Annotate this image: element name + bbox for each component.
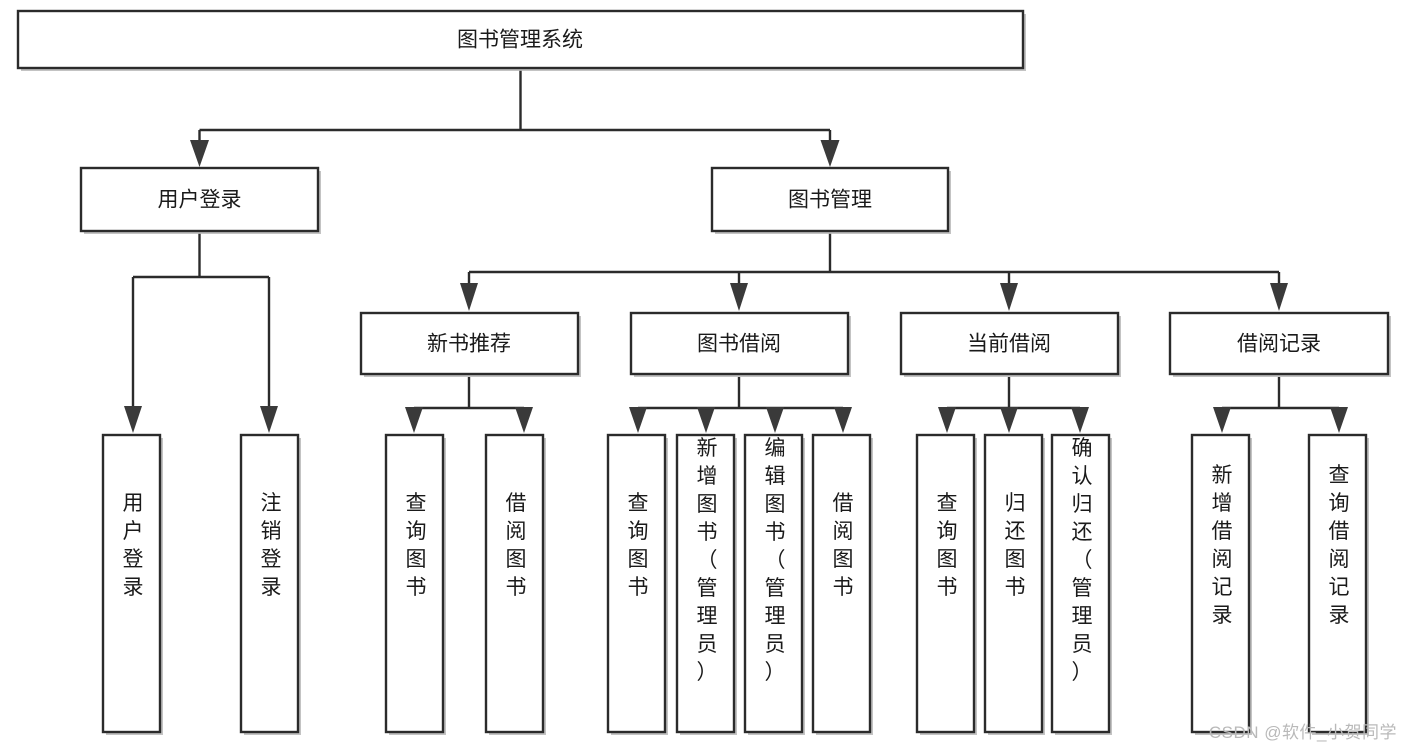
node-book-borrow-label: 图书借阅 — [697, 333, 781, 356]
connector-group-book-borrow — [629, 377, 852, 433]
arrow-head-icon — [730, 283, 748, 311]
node-user-login-label: 用户登录 — [158, 189, 242, 212]
node-root-system-label: 图书管理系统 — [457, 29, 583, 52]
node-new-book-recommend[interactable]: 新书推荐 — [359, 311, 581, 377]
leaf-node-book-borrow-add[interactable]: 新增图书（管理员） — [675, 433, 737, 735]
leaf-new-book-borrow-label: 借阅图书 — [506, 492, 527, 599]
leaf-current-borrow-confirm-label: 确认归还（管理员） — [1072, 437, 1093, 684]
leaf-current-borrow-return-label: 归还图书 — [1005, 492, 1026, 599]
leaf-node-current-borrow-query[interactable]: 查询图书 — [915, 433, 977, 735]
arrow-head-icon — [460, 283, 478, 311]
connector-group-new-book — [405, 377, 533, 433]
node-borrow-record-label: 借阅记录 — [1237, 333, 1321, 356]
arrow-head-icon — [1000, 407, 1018, 433]
leaf-node-book-borrow-borrow[interactable]: 借阅图书 — [811, 433, 873, 735]
leaf-current-borrow-query-label: 查询图书 — [937, 492, 958, 599]
leaf-node-borrow-record-query[interactable]: 查询借阅记录 — [1307, 433, 1369, 735]
leaf-new-book-query-label: 查询图书 — [406, 492, 427, 599]
arrow-head-icon — [260, 406, 278, 433]
node-borrow-record[interactable]: 借阅记录 — [1168, 311, 1391, 377]
arrow-head-icon — [629, 407, 647, 433]
node-book-manage-label: 图书管理 — [788, 189, 872, 212]
leaf-book-borrow-add-label: 新增图书（管理员） — [697, 437, 718, 684]
leaf-node-new-book-query[interactable]: 查询图书 — [384, 433, 446, 735]
arrow-head-icon — [124, 406, 142, 433]
connector-group-current-borrow — [938, 377, 1089, 433]
connector-group-book-manage — [460, 233, 1288, 311]
connector-group-root — [190, 70, 840, 167]
node-root-system[interactable]: 图书管理系统 — [16, 9, 1026, 71]
leaf-book-borrow-query-label: 查询图书 — [628, 492, 649, 599]
leaf-user-login-logout-label: 注销登录 — [261, 492, 282, 599]
connector-group-borrow-record — [1213, 377, 1348, 433]
leaf-book-borrow-edit-label: 编辑图书（管理员） — [765, 437, 786, 684]
arrow-head-icon — [1071, 407, 1089, 433]
arrow-head-icon — [766, 407, 784, 433]
node-new-book-recommend-label: 新书推荐 — [427, 333, 511, 356]
leaf-node-book-borrow-edit[interactable]: 编辑图书（管理员） — [743, 433, 805, 735]
arrow-head-icon — [834, 407, 852, 433]
leaf-node-user-login-logout[interactable]: 注销登录 — [239, 433, 301, 735]
arrow-head-icon — [1000, 283, 1018, 311]
node-book-manage[interactable]: 图书管理 — [710, 166, 951, 234]
arrow-head-icon — [405, 407, 423, 433]
leaf-node-borrow-record-add[interactable]: 新增借阅记录 — [1190, 433, 1252, 735]
leaf-node-new-book-borrow[interactable]: 借阅图书 — [484, 433, 546, 735]
leaf-book-borrow-borrow-label: 借阅图书 — [833, 492, 854, 599]
arrow-head-icon — [938, 407, 956, 433]
leaf-node-user-login-login[interactable]: 用户登录 — [101, 433, 163, 735]
leaf-node-book-borrow-query[interactable]: 查询图书 — [606, 433, 668, 735]
leaf-borrow-record-add-label: 新增借阅记录 — [1212, 464, 1233, 627]
node-current-borrow[interactable]: 当前借阅 — [899, 311, 1121, 377]
leaf-borrow-record-query-label: 查询借阅记录 — [1329, 464, 1350, 627]
node-book-borrow[interactable]: 图书借阅 — [629, 311, 851, 377]
arrow-head-icon — [1330, 407, 1348, 433]
leaf-user-login-login-label: 用户登录 — [123, 492, 144, 599]
arrow-head-icon — [1270, 283, 1288, 311]
node-current-borrow-label: 当前借阅 — [967, 333, 1051, 356]
leaf-node-current-borrow-confirm[interactable]: 确认归还（管理员） — [1050, 433, 1112, 735]
arrow-head-icon — [1213, 407, 1231, 433]
node-user-login[interactable]: 用户登录 — [79, 166, 321, 234]
arrow-head-icon — [190, 140, 209, 167]
connector-group-user-login — [124, 233, 278, 433]
arrow-head-icon — [515, 407, 533, 433]
leaf-node-current-borrow-return[interactable]: 归还图书 — [983, 433, 1045, 735]
arrow-head-icon — [697, 407, 715, 433]
arrow-head-icon — [820, 140, 840, 167]
